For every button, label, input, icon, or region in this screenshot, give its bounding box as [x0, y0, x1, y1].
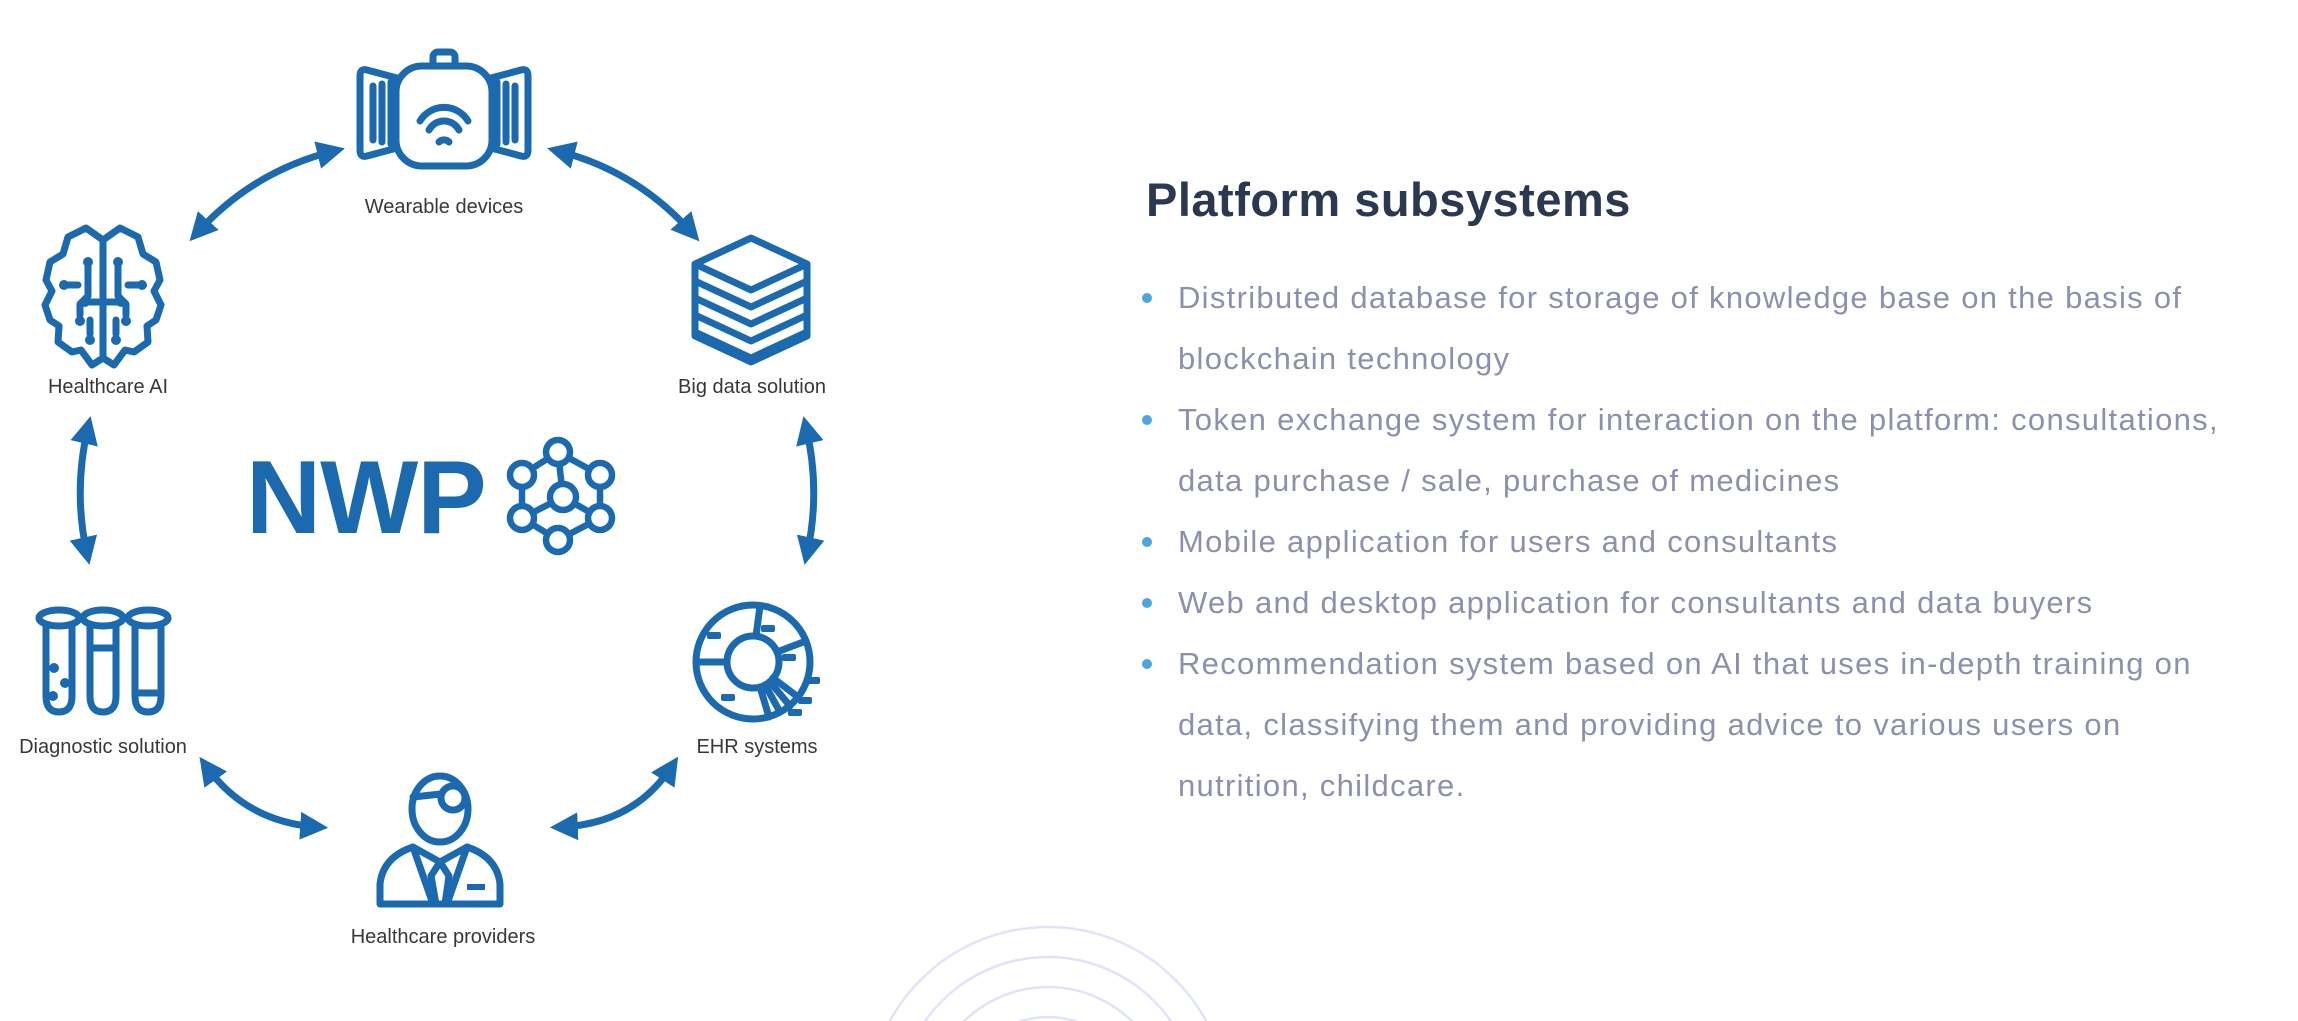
bullet-dot	[1142, 659, 1152, 669]
doctor-icon	[376, 772, 504, 908]
subsystems-list: Distributed database for storage of know…	[1140, 267, 2250, 816]
bullet-dot	[1142, 415, 1152, 425]
list-item-text: Recommendation system based on AI that u…	[1178, 646, 2192, 803]
list-item-text: Web and desktop application for consulta…	[1178, 585, 2094, 620]
smartwatch-icon	[356, 48, 532, 170]
list-item-text: Distributed database for storage of know…	[1178, 280, 2183, 376]
list-item: Web and desktop application for consulta…	[1140, 572, 2238, 633]
donut-chart-icon	[692, 601, 820, 723]
circuit-brain-icon	[41, 224, 165, 369]
arrow-providers-ehr	[549, 756, 679, 841]
node-label-healthcare-providers: Healthcare providers	[350, 926, 536, 948]
page-title: Platform subsystems	[1146, 173, 1631, 226]
node-label-healthcare-ai: Healthcare AI	[47, 376, 169, 398]
test-tubes-icon	[35, 606, 172, 716]
bullet-dot	[1142, 537, 1152, 547]
content-section: Platform subsystems Distributed database…	[1142, 172, 2256, 803]
diagram-arrows	[69, 141, 825, 841]
molecule-network-icon	[506, 436, 616, 556]
list-item-text: Mobile application for users and consult…	[1178, 524, 1839, 559]
node-label-big-data-solution: Big data solution	[678, 376, 826, 398]
bullet-dot	[1142, 598, 1152, 608]
list-item: Recommendation system based on AI that u…	[1140, 633, 2238, 816]
arrow-healthcareai-diagnostic	[69, 416, 98, 565]
nwp-logo-wordmark: NWP	[246, 440, 487, 556]
list-item: Distributed database for storage of know…	[1140, 267, 2238, 389]
arrow-healthcareai-wearable	[189, 141, 345, 242]
arrow-diagnostic-providers	[199, 756, 329, 840]
arrow-bigdata-ehr	[796, 416, 825, 565]
arrow-wearable-bigdata	[547, 141, 700, 242]
node-label-ehr-systems: EHR systems	[696, 736, 818, 758]
node-label-wearable-devices: Wearable devices	[364, 196, 524, 218]
list-item: Token exchange system for interaction on…	[1140, 389, 2238, 511]
list-item: Mobile application for users and consult…	[1140, 511, 2238, 572]
concentric-arcs-decoration	[888, 925, 1208, 1021]
data-stack-icon	[691, 234, 811, 366]
bullet-dot	[1142, 293, 1152, 303]
node-label-diagnostic-solution: Diagnostic solution	[19, 736, 187, 758]
list-item-text: Token exchange system for interaction on…	[1178, 402, 2219, 498]
